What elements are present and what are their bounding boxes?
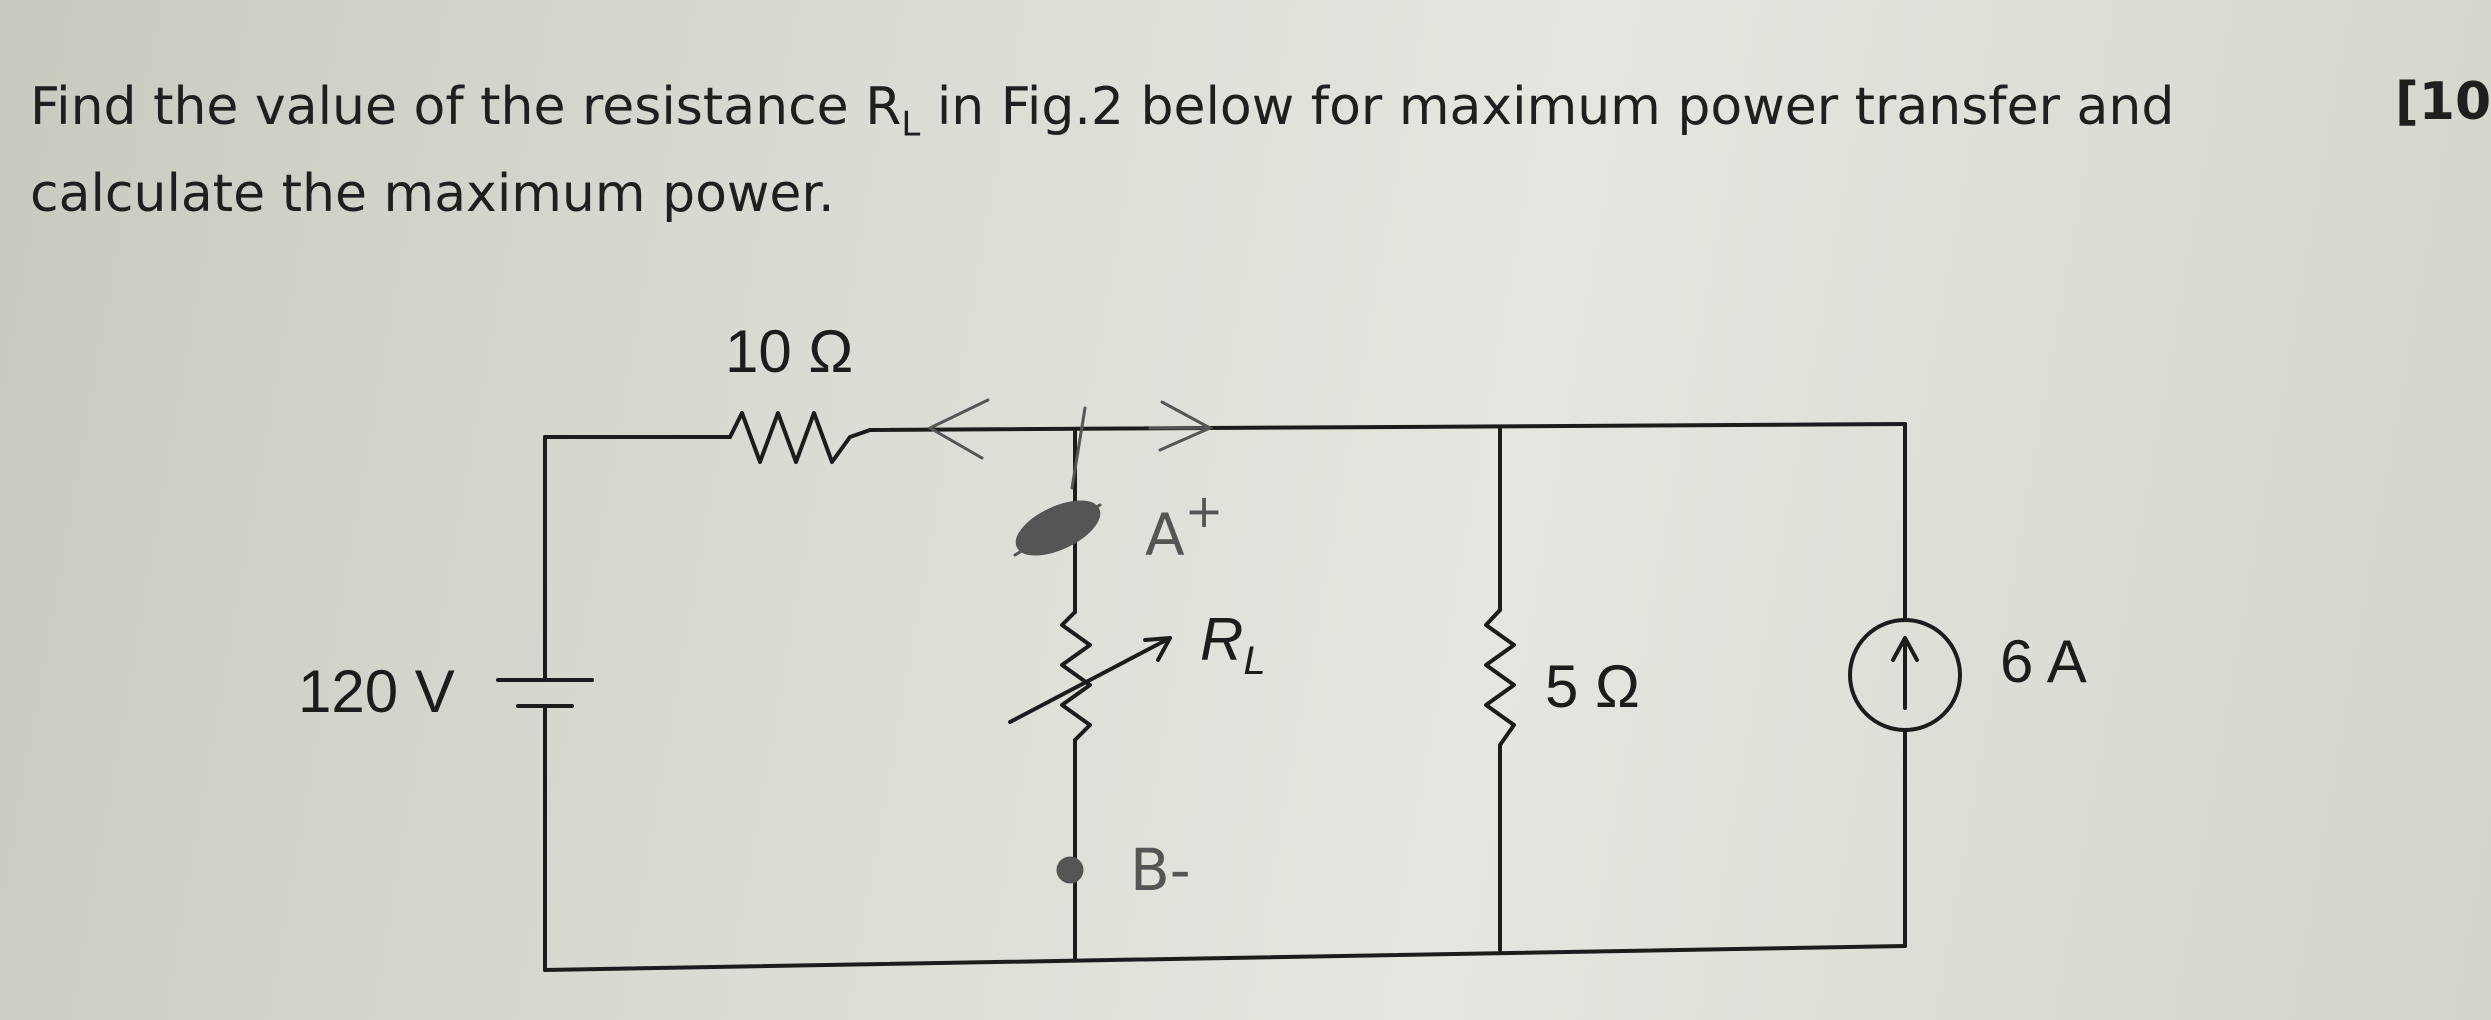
resistor-5-ohm <box>1484 608 1516 747</box>
variable-arrow-head <box>1143 636 1172 662</box>
marks-label: [10 <box>2395 72 2491 132</box>
label-6-a: 6 A <box>2000 628 2087 695</box>
wire-bottom <box>543 944 1907 972</box>
label-120-v: 120 V <box>298 658 455 725</box>
handwritten-node-a: A+ <box>1145 484 1223 569</box>
subscript-l: L <box>901 104 921 145</box>
question-text: Find the value of the resistance RL in F… <box>30 72 2470 229</box>
question-line-2: calculate the maximum power. <box>30 164 835 225</box>
handwritten-node-b: B- <box>1130 836 1191 904</box>
label-10-ohm: 10 Ω <box>725 318 853 385</box>
label-rl: RL <box>1200 606 1266 683</box>
wire-top-right <box>868 422 1907 432</box>
handwritten-marks <box>926 398 1214 884</box>
variable-arrow <box>1008 636 1172 724</box>
current-source-arrow <box>1891 636 1919 710</box>
resistor-10-ohm <box>728 411 872 464</box>
label-5-ohm: 5 Ω <box>1545 653 1640 720</box>
resistor-rl <box>1060 610 1092 742</box>
question-line-1: Find the value of the resistance RL in F… <box>30 77 2175 145</box>
